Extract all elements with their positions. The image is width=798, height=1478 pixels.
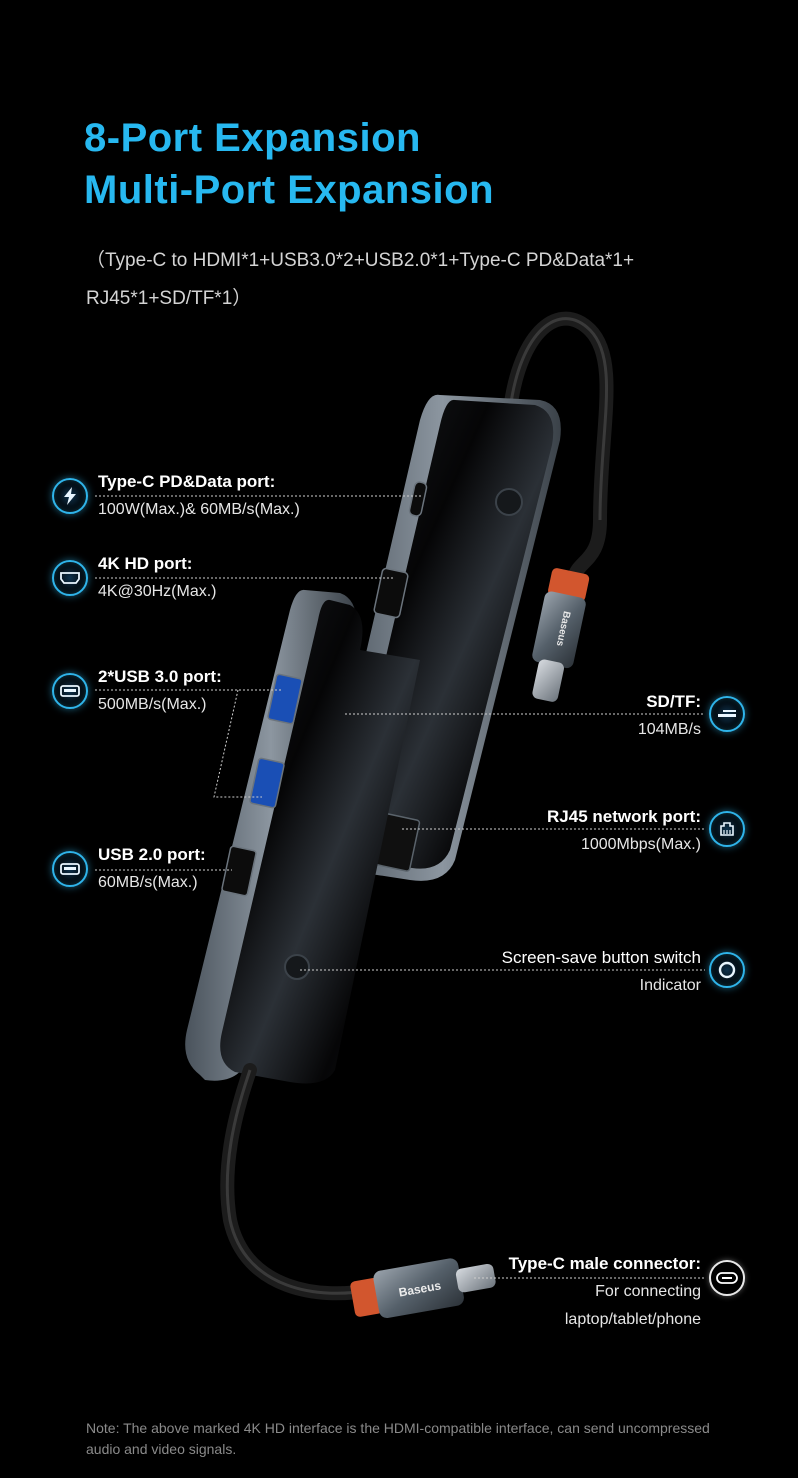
callout-sdtf: SD/TF: 104MB/s bbox=[637, 692, 701, 738]
page-title: 8-Port Expansion Multi-Port Expansion bbox=[84, 112, 494, 216]
hdmi-port-icon bbox=[52, 560, 88, 596]
front-module bbox=[185, 589, 420, 1084]
footnote: Note: The above marked 4K HD interface i… bbox=[86, 1420, 710, 1457]
lightning-icon bbox=[52, 478, 88, 514]
usb-port-icon bbox=[52, 673, 88, 709]
port-summary: （Type-C to HDMI*1+USB3.0*2+USB2.0*1+Type… bbox=[86, 250, 635, 309]
top-typec-plug: Baseus bbox=[532, 568, 590, 702]
callout-screensave: Screen-save button switch Indicator bbox=[501, 948, 701, 994]
callout-typec-male: Type-C male connector: For connecting la… bbox=[508, 1254, 701, 1328]
leader-lines bbox=[95, 495, 705, 1279]
callout-usb30: 2*USB 3.0 port: 500MB/s(Max.) bbox=[98, 667, 222, 713]
usb-port-icon bbox=[52, 851, 88, 887]
title-line-2: Multi-Port Expansion bbox=[84, 168, 494, 212]
bottom-typec-plug: Baseus bbox=[350, 1258, 496, 1319]
callout-usb20: USB 2.0 port: 60MB/s(Max.) bbox=[98, 845, 206, 891]
callout-rj45: RJ45 network port: 1000Mbps(Max.) bbox=[547, 807, 701, 853]
sd-card-icon bbox=[709, 696, 745, 732]
title-line-1: 8-Port Expansion bbox=[84, 116, 421, 160]
typec-connector-icon bbox=[709, 1260, 745, 1296]
callout-hdmi: 4K HD port: 4K@30Hz(Max.) bbox=[98, 554, 217, 600]
callout-typec-pd: Type-C PD&Data port: 100W(Max.)& 60MB/s(… bbox=[98, 472, 300, 518]
button-ring-icon bbox=[709, 952, 745, 988]
ethernet-port-icon bbox=[709, 811, 745, 847]
